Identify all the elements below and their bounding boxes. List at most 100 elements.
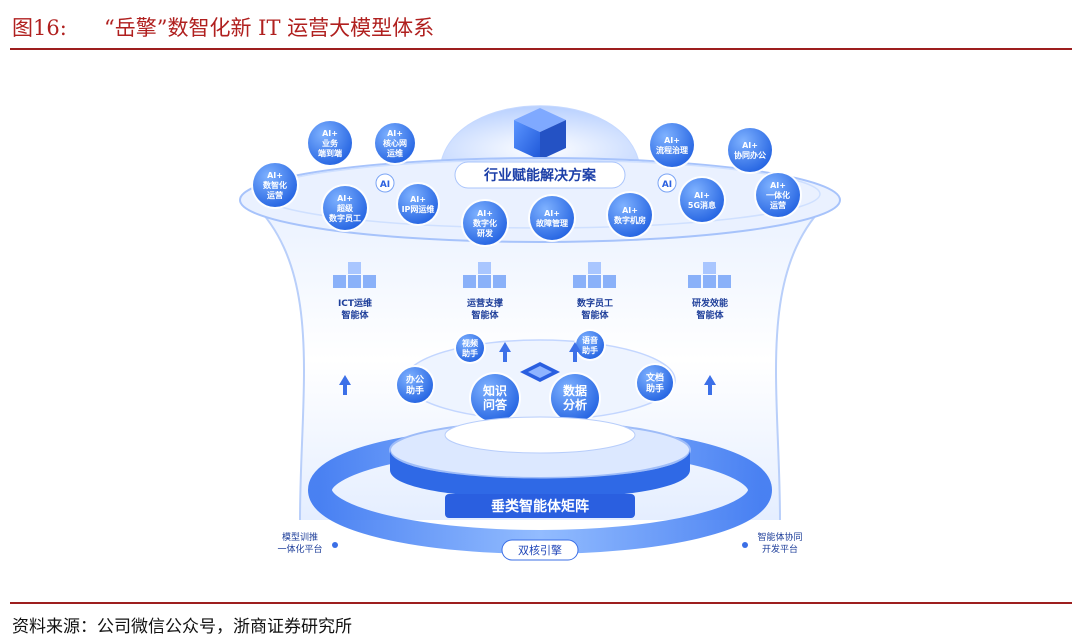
source-note: 资料来源：公司微信公众号，浙商证券研究所 — [12, 617, 352, 637]
assistant-node-line: 助手 — [406, 385, 424, 397]
ai-node-line: 核心网 — [383, 138, 407, 148]
assistant-node-circle — [456, 334, 484, 362]
ai-badge-text-right: AI — [662, 180, 672, 190]
assistant-node-line: 问答 — [483, 397, 508, 412]
ai-node-line: AI+ — [770, 181, 786, 190]
ai-node: AI+数字机房 — [606, 191, 654, 239]
ai-node-line: 运营 — [267, 190, 283, 200]
assistant-node-line: 知识 — [482, 383, 507, 398]
engine-label: 双核引擎 — [518, 543, 562, 557]
right-platform-line-2: 开发平台 — [762, 543, 798, 555]
left-platform-line-1: 模型训推 — [282, 531, 318, 543]
matrix-banner — [445, 494, 635, 518]
ai-node-line: 协同办公 — [734, 150, 766, 160]
assistant-node-circle — [576, 331, 604, 359]
left-platform-line-2: 一体化平台 — [277, 543, 322, 555]
ai-node-line: AI+ — [664, 136, 680, 145]
agent-label: 数字员工 — [577, 297, 613, 309]
ai-node: AI+流程治理 — [648, 121, 696, 169]
ai-node-circle — [398, 184, 438, 224]
assistant-node-circle — [551, 374, 599, 422]
matrix-label: 垂类智能体矩阵 — [491, 498, 589, 515]
assistant-node-line: 助手 — [646, 383, 664, 395]
figure-number: 图16: — [12, 16, 67, 40]
ai-node-circle — [756, 173, 800, 217]
ai-node-line: 流程治理 — [656, 145, 688, 155]
ai-node-line: 运维 — [387, 148, 403, 158]
chip-icon — [520, 362, 560, 382]
assistant-node-circle — [637, 365, 673, 401]
assistant-node-line: 助手 — [582, 345, 598, 355]
ai-node-line: AI+ — [322, 129, 338, 138]
ai-node: AI+故障管理 — [528, 194, 576, 242]
assistant-node-circle — [471, 374, 519, 422]
agent-label: 智能体 — [341, 309, 369, 321]
agent-blocks-icon — [333, 262, 376, 288]
diagram-canvas: 行业赋能解决方案 AI AI AI+数智化运营AI+业务端到端AI+超级数字员工… — [239, 105, 841, 561]
left-platform-dot — [332, 542, 338, 548]
assistant-node-line: 视频 — [462, 338, 478, 348]
ai-node-line: 数字化 — [473, 218, 497, 228]
agent-label: 研发效能 — [692, 297, 728, 309]
header-rule — [10, 48, 1072, 50]
figure-header: 图16: “岳擎”数智化新 IT 运营大模型体系 — [0, 0, 1080, 50]
ai-node: AI+IP网运维 — [396, 182, 440, 226]
ai-node-line: AI+ — [337, 194, 353, 203]
base-disc-side — [390, 450, 690, 499]
ai-node-circle — [463, 201, 507, 245]
ai-node-line: AI+ — [544, 209, 560, 218]
ai-node-line: IP网运维 — [402, 204, 435, 214]
ai-node-line: 5G消息 — [688, 200, 716, 210]
assistant-node-line: 助手 — [462, 348, 478, 358]
ai-node-circle — [650, 123, 694, 167]
agent-label: 运营支撑 — [467, 297, 503, 309]
ai-node-line: AI+ — [410, 195, 426, 204]
ai-node-line: 业务 — [322, 138, 339, 148]
ai-node-line: 数智化 — [263, 180, 287, 190]
figure-title: “岳擎”数智化新 IT 运营大模型体系 — [104, 16, 435, 40]
ai-node-circle — [308, 121, 352, 165]
top-title: 行业赋能解决方案 — [483, 167, 597, 184]
ai-node-circle — [253, 163, 297, 207]
agent-blocks-icon — [688, 262, 731, 288]
agent-label: 智能体 — [581, 309, 609, 321]
ai-node-group: AI+数智化运营AI+业务端到端AI+超级数字员工AI+核心网运维AI+IP网运… — [251, 119, 802, 247]
ai-badge-left: AI — [375, 173, 395, 193]
ai-node-circle — [608, 193, 652, 237]
assistant-node-circle — [397, 367, 433, 403]
cube-icon — [514, 108, 566, 160]
footer-rule — [10, 602, 1072, 604]
ai-badge-text-left: AI — [380, 180, 390, 190]
ai-node-line: 端到端 — [318, 148, 342, 158]
assistant-group: 视频助手语音助手办公助手知识问答数据分析文档助手 — [395, 329, 675, 424]
ai-node: AI+5G消息 — [678, 176, 726, 224]
ai-node-line: AI+ — [622, 206, 638, 215]
ai-node-line: 数字机房 — [614, 215, 646, 225]
agent-label: 智能体 — [696, 309, 724, 321]
funnel-right-edge — [775, 199, 831, 521]
agent-blocks-icon — [573, 262, 616, 288]
ai-badge-right: AI — [657, 173, 677, 193]
arrow-up-icons — [339, 342, 716, 395]
agent-label: ICT运维 — [338, 297, 372, 309]
ai-node-line: AI+ — [477, 209, 493, 218]
funnel-left-edge — [249, 199, 305, 521]
ai-node: AI+协同办公 — [726, 126, 774, 174]
ai-node-circle — [530, 196, 574, 240]
ai-node-circle — [680, 178, 724, 222]
ai-node-line: 一体化 — [766, 190, 790, 200]
ai-node-line: AI+ — [387, 129, 403, 138]
ai-node-line: AI+ — [694, 191, 710, 200]
assistant-node-line: 分析 — [563, 397, 587, 412]
